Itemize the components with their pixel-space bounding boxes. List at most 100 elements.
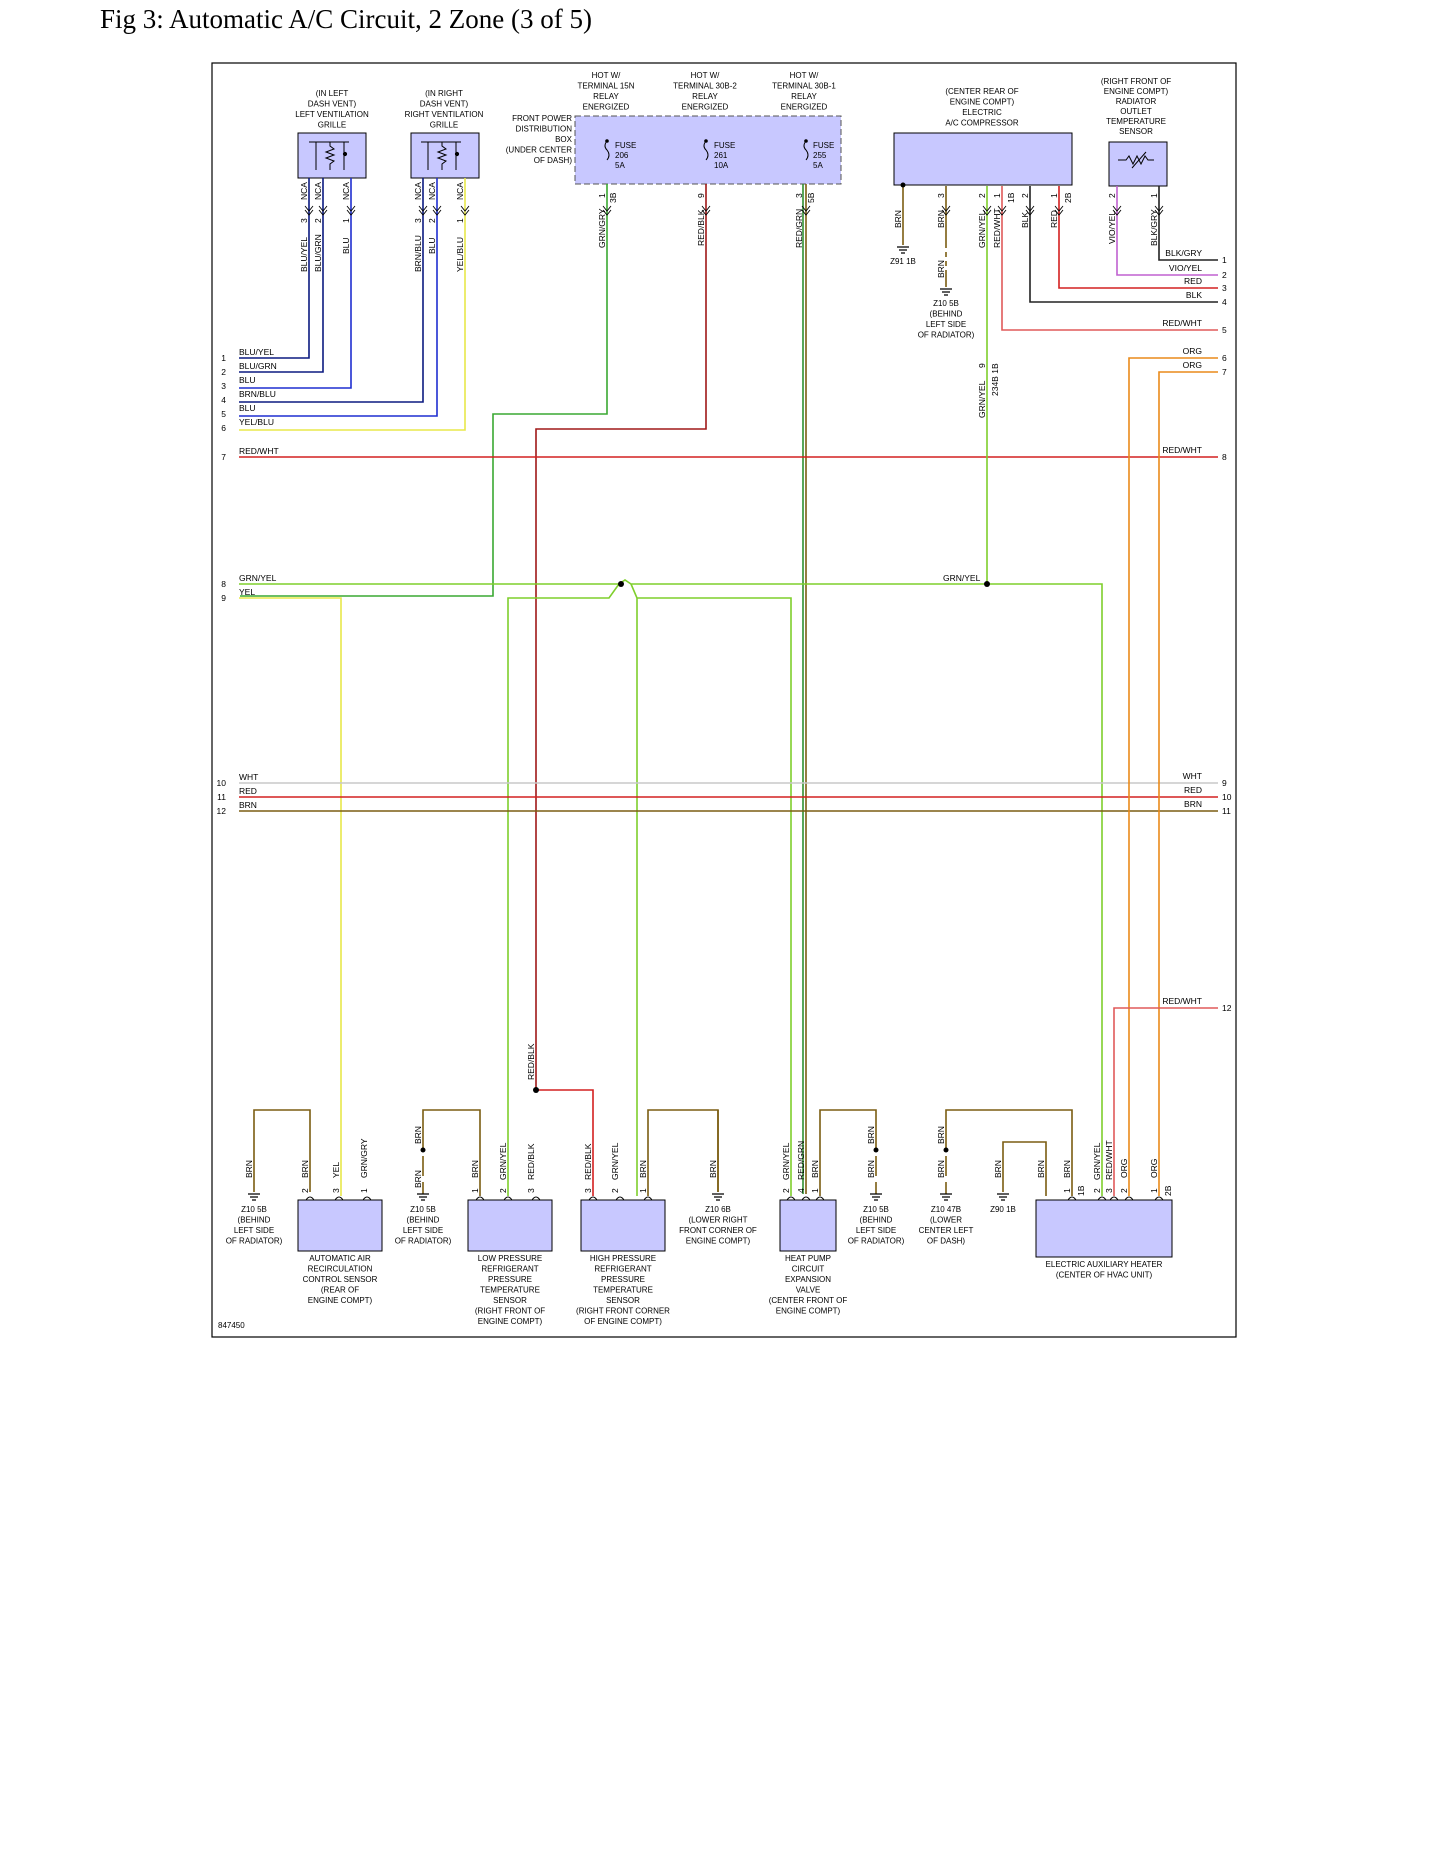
- connector-terminal-icon: [1154, 205, 1164, 216]
- caption-line: Z10 47B: [931, 1205, 961, 1214]
- svg-text:BLU: BLU: [341, 237, 351, 254]
- bottom-vertical-labels: BRN BRN YEL GRN/GRY BRN BRN BRN GRN/YEL …: [244, 1043, 1159, 1188]
- svg-text:RED/GRN: RED/GRN: [796, 1141, 806, 1180]
- caption-line: ENERGIZED: [682, 103, 729, 112]
- caption-line: 206: [615, 151, 629, 160]
- caption-line: AUTOMATIC AIR: [309, 1254, 371, 1263]
- svg-text:BRN: BRN: [866, 1126, 876, 1144]
- ref-number: 847450: [218, 1321, 245, 1330]
- svg-text:BRN: BRN: [244, 1160, 254, 1178]
- svg-text:RED/BLK: RED/BLK: [526, 1043, 536, 1080]
- svg-text:VIO/YEL: VIO/YEL: [1107, 211, 1117, 244]
- svg-text:BRN: BRN: [936, 1160, 946, 1178]
- caption-line: (IN LEFT: [316, 89, 349, 98]
- left-wire-number: 8: [221, 579, 226, 589]
- caption-line: A/C COMPRESSOR: [945, 119, 1019, 128]
- svg-text:BRN: BRN: [893, 210, 903, 228]
- left-grille-potentiometer-icon: [309, 141, 349, 170]
- connector-terminal-icon: [1124, 1196, 1134, 1201]
- wire-brn-expansion-loop: [819, 1109, 877, 1196]
- caption-line: ENGINE COMPT): [478, 1317, 543, 1326]
- svg-text:3: 3: [299, 218, 309, 223]
- right-wire-label: ORG: [1183, 360, 1202, 370]
- svg-text:BRN: BRN: [936, 260, 946, 278]
- caption-line: PRESSURE: [488, 1275, 532, 1284]
- caption-line: DASH VENT): [420, 100, 469, 109]
- svg-text:3: 3: [331, 1188, 341, 1193]
- caption-line: (RIGHT FRONT OF: [475, 1307, 545, 1316]
- caption-line: (RIGHT FRONT OF: [1101, 77, 1171, 86]
- caption-line: 5A: [615, 161, 625, 170]
- caption-line: RIGHT VENTILATION: [405, 110, 484, 119]
- connector-terminal-icon: [997, 205, 1007, 216]
- ground-z91-label: Z91 1B: [890, 257, 916, 266]
- wire-brn-recirc-loop: [253, 1109, 311, 1192]
- svg-text:3: 3: [526, 1188, 536, 1193]
- electric-auxiliary-heater: ELECTRIC AUXILIARY HEATER(CENTER OF HVAC…: [1035, 1199, 1173, 1280]
- caption-line: BOX: [555, 135, 573, 144]
- caption-line: ENERGIZED: [583, 103, 630, 112]
- svg-text:1: 1: [341, 218, 351, 223]
- caption-line: EXPANSION: [785, 1275, 831, 1284]
- svg-text:GRN/YEL: GRN/YEL: [943, 573, 981, 583]
- caption-line: RELAY: [791, 92, 817, 101]
- caption-line: 255: [813, 151, 827, 160]
- svg-text:YEL: YEL: [331, 1162, 341, 1178]
- connector-terminal-icon: [588, 1196, 598, 1201]
- caption-line: FRONT CORNER OF: [679, 1226, 757, 1235]
- caption-line: LEFT SIDE: [234, 1226, 274, 1235]
- wire-red-compressor: [1058, 186, 1218, 289]
- compressor-box: [893, 132, 1073, 186]
- thermistor-icon: [1118, 151, 1154, 169]
- caption-line: (RIGHT FRONT CORNER: [576, 1307, 670, 1316]
- left-wire-label: GRN/YEL: [239, 573, 277, 583]
- top-pin-numbers: 3 2 1 3 2 1 1 3B 9 3 5B 3 2 1 1B 2 1 2B …: [299, 192, 1159, 368]
- diagram-frame: [211, 62, 1237, 1338]
- svg-text:GRN/GRY: GRN/GRY: [359, 1138, 369, 1178]
- caption-line: FUSE: [714, 141, 735, 150]
- expansion-valve-box: [779, 1199, 837, 1252]
- svg-text:BRN: BRN: [413, 1170, 423, 1188]
- caption-line: LOW PRESSURE: [478, 1254, 542, 1263]
- svg-text:2: 2: [313, 218, 323, 223]
- connector-terminal-icon: [460, 205, 470, 216]
- right-wire-label: VIO/YEL: [1169, 263, 1202, 273]
- caption-line: OF DASH): [927, 1237, 966, 1246]
- svg-text:1: 1: [359, 1188, 369, 1193]
- caption-line: HEAT PUMP: [785, 1254, 831, 1263]
- caption-line: RECIRCULATION: [308, 1265, 373, 1274]
- caption-line: ENGINE COMPT): [308, 1296, 373, 1305]
- caption-line: DASH VENT): [308, 100, 357, 109]
- svg-text:5B: 5B: [806, 192, 816, 203]
- wire-yel-9: [239, 597, 342, 1196]
- right-wire-label: BRN: [1184, 799, 1202, 809]
- svg-text:3: 3: [413, 218, 423, 223]
- right-wire-number: 11: [1222, 806, 1231, 816]
- right-wire-number: 10: [1222, 792, 1232, 802]
- caption-line: FUSE: [615, 141, 636, 150]
- left-wire-number: 9: [221, 593, 226, 603]
- svg-text:3: 3: [1104, 1188, 1114, 1193]
- connector-terminal-icon: [305, 1196, 315, 1201]
- svg-text:1: 1: [1062, 1188, 1072, 1193]
- temp-sensor-box: [1108, 141, 1168, 187]
- svg-text:ORG: ORG: [1119, 1159, 1129, 1178]
- left-wire-number: 12: [217, 806, 227, 816]
- svg-text:BRN: BRN: [708, 1160, 718, 1178]
- figure-title: Fig 3: Automatic A/C Circuit, 2 Zone (3 …: [100, 4, 592, 34]
- right-wire-number: 2: [1222, 270, 1227, 280]
- right-wire-label: RED: [1184, 276, 1202, 286]
- svg-text:RED/BLK: RED/BLK: [526, 1143, 536, 1180]
- caption-line: Z10 5B: [933, 299, 959, 308]
- svg-text:2: 2: [1020, 193, 1030, 198]
- svg-text:BRN: BRN: [638, 1160, 648, 1178]
- svg-text:4: 4: [796, 1188, 806, 1193]
- svg-text:BRN/BLU: BRN/BLU: [413, 235, 423, 272]
- caption-line: ENERGIZED: [781, 103, 828, 112]
- svg-text:BRN: BRN: [936, 1126, 946, 1144]
- svg-text:BRN: BRN: [300, 1160, 310, 1178]
